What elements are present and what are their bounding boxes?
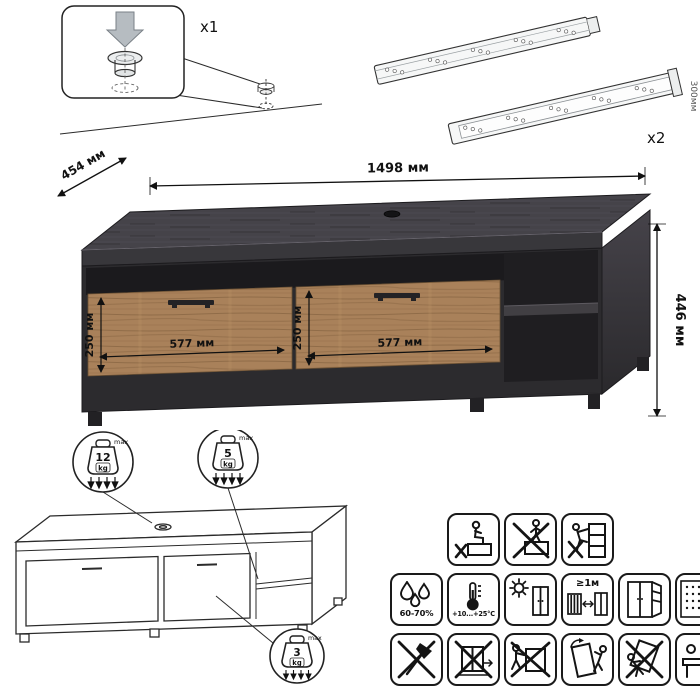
callout-leader-lines bbox=[102, 487, 274, 644]
tv-stand-dimension-drawing: 1498 мм 454 мм 446 мм 250 мм 577 мм 250 … bbox=[57, 150, 687, 426]
drawer-handles bbox=[168, 293, 420, 308]
no-drag-icon bbox=[447, 633, 500, 686]
foot-hardware-detail: x1 bbox=[59, 5, 323, 135]
workbench-icon bbox=[675, 633, 700, 686]
dim-drawer1-height: 250 мм bbox=[83, 313, 96, 358]
no-sharp-tools-icon bbox=[390, 633, 443, 686]
cable-hole bbox=[383, 210, 401, 218]
load-drawer-callout: 3 kg max bbox=[269, 628, 325, 684]
load-top-unit: kg bbox=[98, 465, 108, 473]
rail-length-label: 300мм bbox=[688, 81, 698, 112]
no-carry-alone-icon bbox=[618, 633, 671, 686]
load-top-max: max bbox=[114, 438, 128, 446]
dim-drawer2-height: 250 мм bbox=[291, 306, 304, 351]
tilt-to-move-icon bbox=[561, 633, 614, 686]
open-niche bbox=[86, 250, 598, 295]
dim-depth: 454 мм bbox=[58, 150, 107, 183]
no-climb-icon bbox=[561, 513, 614, 566]
assembly-scheme-icon bbox=[675, 573, 700, 626]
load-shelf-unit: kg bbox=[223, 461, 233, 469]
bottom-rail bbox=[504, 379, 598, 395]
humidity-label: 60-70% bbox=[399, 608, 434, 619]
load-drawer-unit: kg bbox=[292, 659, 302, 667]
cabinet-outline bbox=[13, 504, 349, 643]
load-limits-drawing: 12 kg max 5 kg max bbox=[13, 430, 349, 684]
glide-foot-placement bbox=[257, 79, 275, 110]
load-shelf-max: max bbox=[239, 434, 253, 442]
load-drawer-value: 3 bbox=[293, 647, 300, 659]
down-arrows-icon bbox=[87, 477, 119, 490]
dim-width: 1498 мм bbox=[367, 160, 429, 176]
drawer-rails-detail: x2 300мм bbox=[373, 16, 698, 147]
insert-arrow-icon bbox=[105, 11, 145, 48]
glide-foot-icon bbox=[107, 48, 143, 93]
load-top-callout: 12 kg max bbox=[72, 431, 134, 493]
rail-2 bbox=[447, 67, 683, 145]
heat-distance-icon: ≥1м bbox=[561, 573, 614, 626]
rail-1 bbox=[373, 16, 601, 85]
load-shelf-value: 5 bbox=[224, 447, 232, 460]
temperature-icon: +10...+25°C bbox=[447, 573, 500, 626]
dim-drawer1-width: 577 мм bbox=[169, 336, 214, 351]
no-sunlight-icon bbox=[504, 573, 557, 626]
right-open-section bbox=[504, 250, 598, 395]
rail-count-label: x2 bbox=[647, 129, 665, 147]
no-stand-icon bbox=[504, 513, 557, 566]
no-sit-icon bbox=[447, 513, 500, 566]
dim-height: 446 мм bbox=[672, 294, 687, 347]
load-top-value: 12 bbox=[95, 451, 110, 464]
humidity-icon: 60-70% bbox=[390, 573, 443, 626]
foot-count-label: x1 bbox=[200, 18, 218, 36]
wardrobe-open-icon bbox=[618, 573, 671, 626]
tv-stand bbox=[80, 193, 652, 426]
temperature-label: +10...+25°C bbox=[452, 610, 495, 619]
legs bbox=[88, 357, 649, 426]
down-arrows-icon bbox=[212, 473, 244, 486]
down-arrows-icon bbox=[282, 670, 312, 681]
heat-distance-label: ≥1м bbox=[576, 577, 599, 589]
dim-drawer2-width: 577 мм bbox=[377, 335, 422, 350]
load-drawer-max: max bbox=[308, 635, 322, 642]
load-shelf-callout: 5 kg max bbox=[197, 430, 259, 489]
no-pull-icon bbox=[504, 633, 557, 686]
right-shelf bbox=[504, 303, 598, 316]
